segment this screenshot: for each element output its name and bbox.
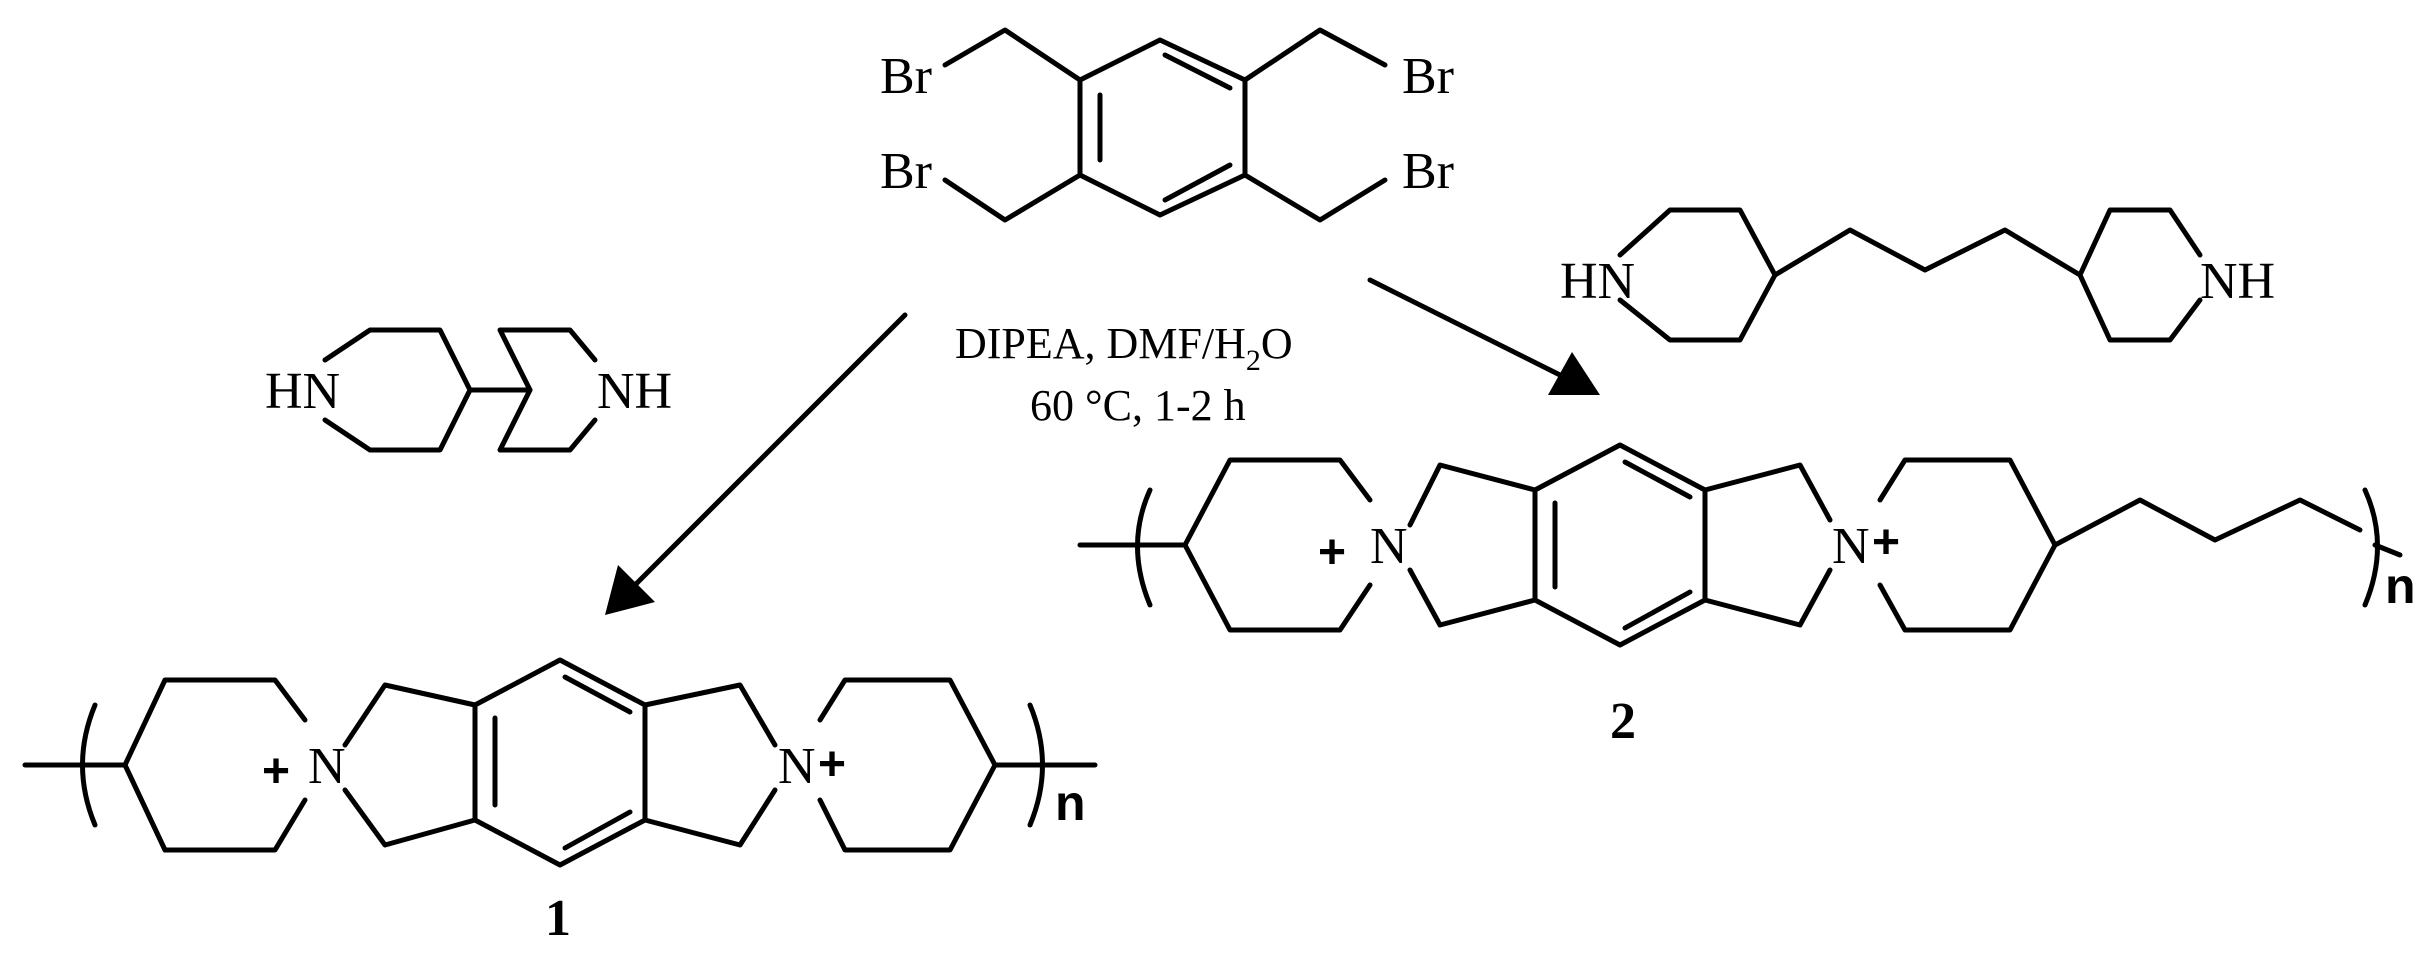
reaction-arrow-right	[1367, 277, 1600, 395]
amine-nh-label: HN	[265, 363, 340, 420]
nitrogen-label: N	[308, 738, 346, 795]
bromine-label: Br	[880, 48, 932, 105]
repeat-unit-n: n	[1055, 775, 1086, 831]
bromine-label: Br	[1402, 48, 1454, 105]
tetrakis-bromomethyl-benzene: Br Br Br Br	[880, 27, 1454, 223]
reaction-conditions: DIPEA, DMF/H2O 60 °C, 1-2 h	[955, 319, 1293, 430]
positive-charge: +	[1318, 526, 1346, 579]
amine-nh-label: HN	[1560, 253, 1635, 310]
bromine-label: Br	[1402, 143, 1454, 200]
product-2-polymer: N N + + n 2	[1077, 442, 2416, 750]
amine-nh-label: NH	[2200, 253, 2275, 310]
nitrogen-label: N	[1832, 518, 1870, 575]
trimethylenedipiperidine-reagent: HN NH	[1560, 207, 2275, 343]
conditions-line-2: 60 °C, 1-2 h	[1030, 381, 1246, 430]
positive-charge: +	[818, 738, 846, 791]
conditions-line-1: DIPEA, DMF/H2O	[955, 319, 1293, 377]
compound-label: 2	[1610, 693, 1636, 750]
nitrogen-label: N	[1370, 518, 1408, 575]
repeat-unit-n: n	[2385, 558, 2416, 614]
bipiperidine-reagent: HN NH	[265, 327, 672, 453]
positive-charge: +	[262, 745, 290, 798]
amine-nh-label: NH	[597, 363, 672, 420]
nitrogen-label: N	[778, 738, 816, 795]
reaction-arrow-left	[605, 312, 908, 615]
compound-label: 1	[545, 890, 571, 947]
bromine-label: Br	[880, 143, 932, 200]
positive-charge: +	[1872, 516, 1900, 569]
product-1-polymer: N N + + n 1	[22, 657, 1098, 947]
